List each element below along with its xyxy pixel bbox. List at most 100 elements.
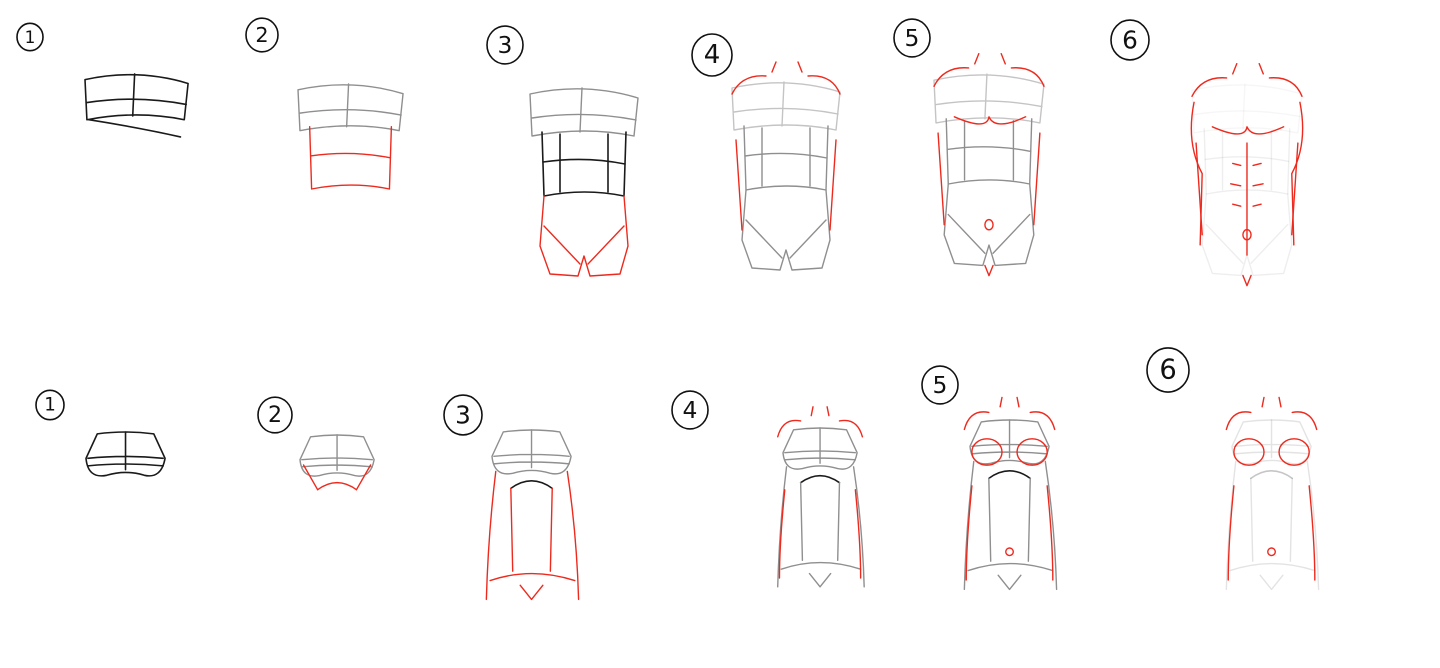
pelvis [1229,477,1316,591]
ribcage [299,434,375,477]
ribcage-box [529,88,639,137]
female-torso-step-1 [85,431,166,477]
shoulders [777,406,864,438]
step-label: 2 [255,23,268,47]
sketch-stroke [493,429,570,469]
sides [778,489,862,579]
navel [1005,547,1014,557]
chest-line [935,100,1043,108]
chest-line [733,107,839,115]
sketch-stroke [301,434,374,471]
obliques [937,132,1041,226]
navel [984,218,994,231]
sketch-stroke [784,427,857,464]
outline [1190,101,1304,246]
male-torso-step-5 [933,52,1045,277]
male-torso-step-4 [731,61,841,271]
pecs [953,116,1027,125]
abdomen-block [945,118,1033,185]
step-number-top-4: 4 [691,33,733,77]
abdomen-block [541,131,627,197]
sketch-stroke [88,118,182,138]
step-circle [245,17,279,53]
rib-arch [988,470,1032,480]
step-label: 4 [683,396,698,424]
shoulders [1191,62,1303,97]
step-circle [1110,19,1150,61]
step-number-top-3: 3 [486,25,524,65]
step-label: 6 [1159,355,1176,386]
sides [965,485,1054,581]
step-number-bottom-5: 5 [921,365,959,405]
step-circle [486,25,524,65]
shoulders [933,52,1045,87]
center-line [1242,83,1246,130]
rib-arch [1250,470,1294,480]
step-number-top-1: 1 [16,22,44,52]
sketch-stroke [559,133,609,193]
step-number-bottom-4: 4 [671,390,709,430]
step-label: 4 [704,40,721,70]
sketch-stroke [309,152,392,159]
female-torso-step-4 [777,406,865,588]
step-circle [1146,347,1190,393]
pecs [1211,126,1285,135]
sketch-stroke [87,431,164,471]
sketch-stroke [984,264,994,277]
navel [1267,547,1276,557]
female-torso-step-6 [1225,396,1320,591]
chest-line [299,108,402,116]
female-torso-step-5 [963,396,1058,591]
sketch-stroke [947,213,1031,254]
step-number-bottom-3: 3 [443,394,483,436]
step-number-top-6: 6 [1110,19,1150,61]
step-label: 1 [44,395,56,416]
step-circle [893,18,931,58]
chest-line [1193,110,1301,118]
obliques [735,139,837,231]
step-circle [16,22,44,52]
waist-outline [963,460,1058,591]
step-label: 6 [1122,26,1138,55]
sides [1227,485,1316,581]
step-circle [671,390,709,430]
male-torso-step-6 [1190,62,1304,287]
left-breast [1233,438,1265,466]
pelvis [539,195,629,277]
female-torso-step-2 [299,434,375,491]
ribcage [85,431,166,477]
step-label: 1 [25,27,36,47]
pelvis [741,189,831,271]
ribcage-box [297,84,404,132]
right-breast [1016,438,1048,466]
step-label: 3 [455,401,471,430]
step-circle [921,365,959,405]
sketch-stroke [542,158,626,165]
abs [1229,142,1264,256]
sketch-stroke [744,152,828,159]
pelvis [780,482,862,588]
waist-outline [485,470,580,601]
abdomen-block [308,126,393,190]
abdomen-block [743,125,829,191]
center-line [781,81,785,127]
step-circle [691,33,733,77]
sketch-stroke [543,225,625,265]
male-torso-step-1 [84,73,189,138]
chest-line [531,113,637,121]
sketch-stroke [761,127,811,187]
left-breast [971,438,1003,466]
pelvis [967,477,1054,591]
male-torso-step-3 [529,87,639,277]
pelvis [489,487,576,601]
center-line [984,73,988,120]
ribcage-box [933,74,1045,124]
center-line [345,83,350,128]
shoulders [1225,396,1318,431]
step-number-bottom-1: 1 [35,389,65,421]
sketch-stroke [1242,274,1252,287]
sketch-stroke [963,120,1015,181]
waist-outline [1225,460,1320,591]
sketch-stroke [946,146,1032,153]
